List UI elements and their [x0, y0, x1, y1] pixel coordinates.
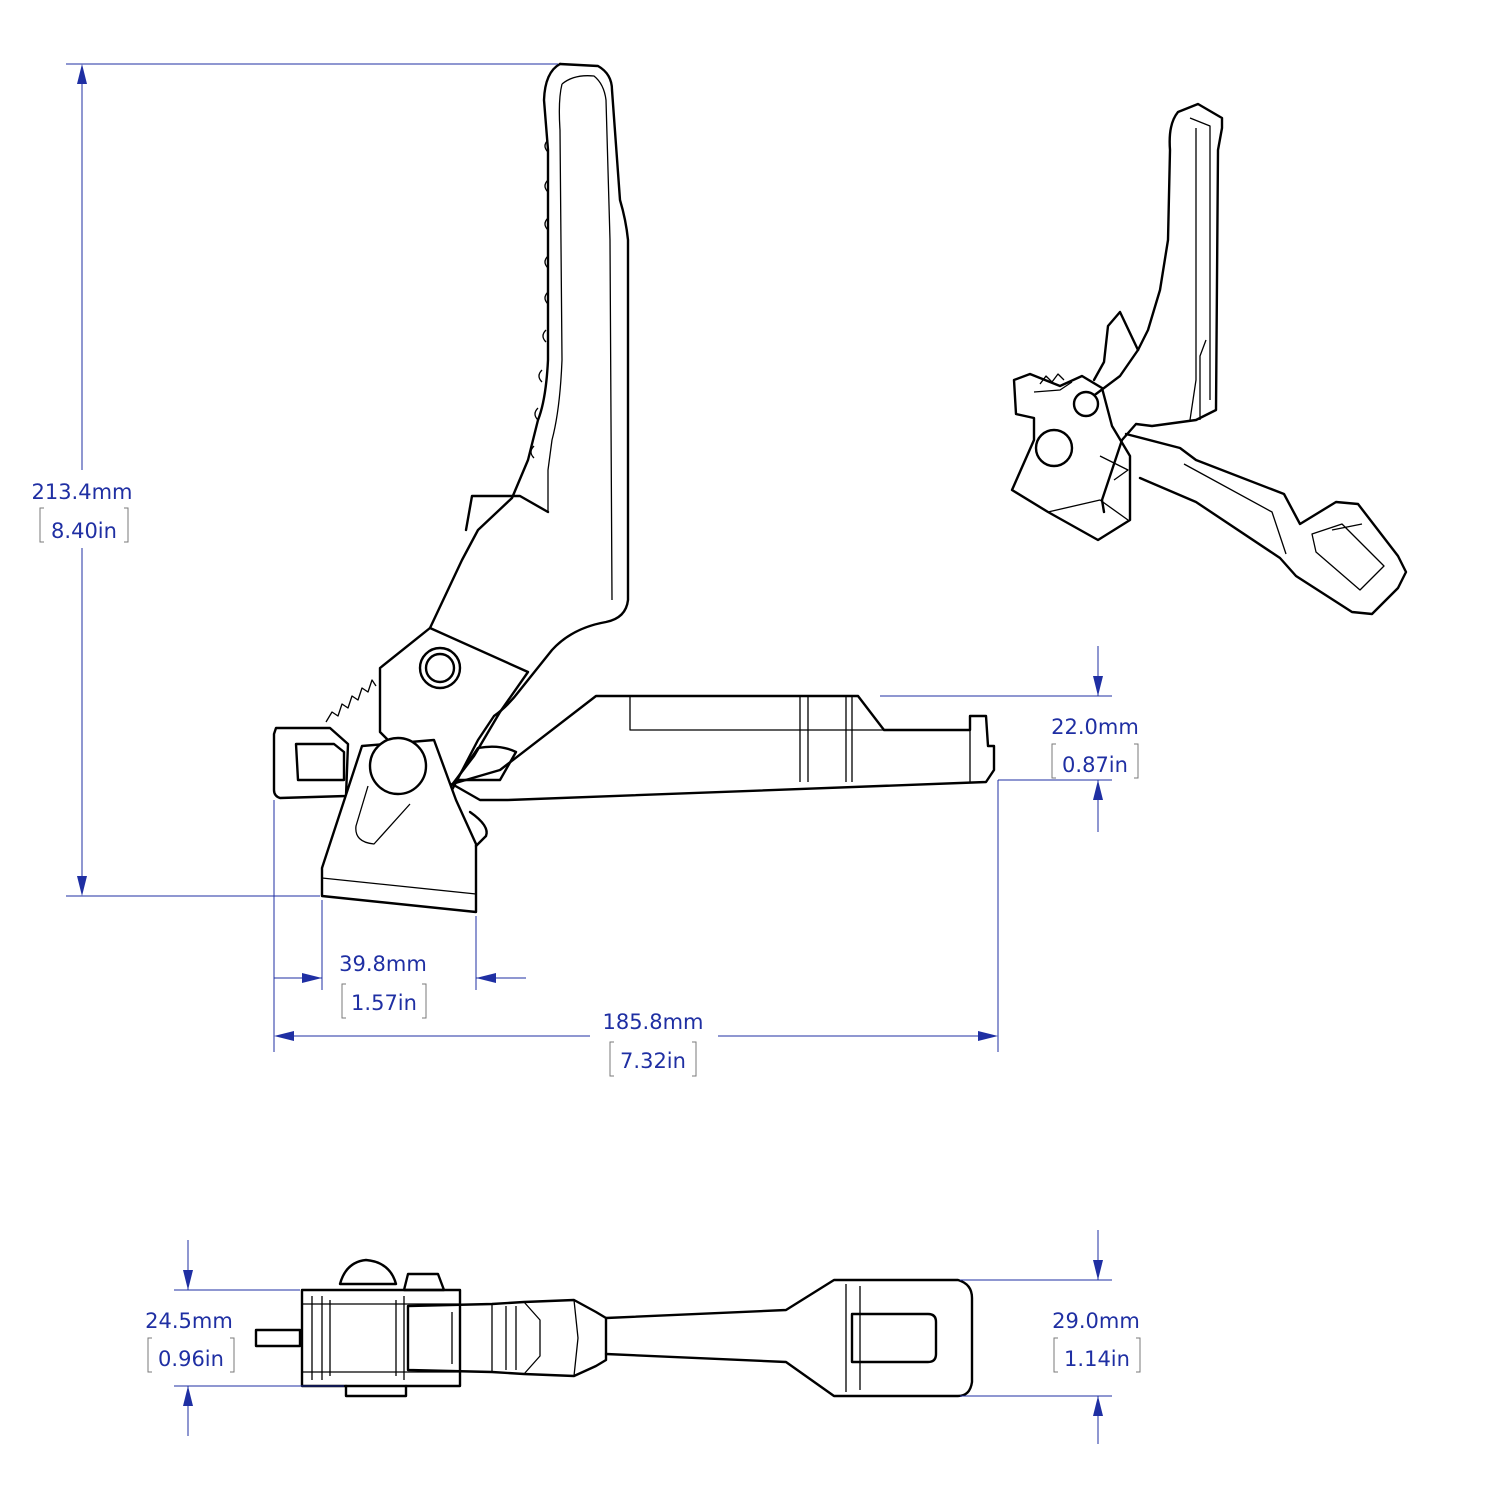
rear-slot	[294, 742, 346, 782]
foot-base-line	[321, 877, 477, 895]
iso-handle-inner	[1189, 117, 1211, 421]
top-handle-lines	[451, 1299, 579, 1377]
top-knob	[338, 1258, 398, 1286]
base-arm	[450, 694, 996, 802]
iso-main-pin	[1034, 428, 1074, 468]
upper-pivot-pin-inner	[424, 652, 456, 684]
overall-length-in: 7.32in	[620, 1049, 686, 1073]
top-tip-slot	[850, 1312, 938, 1364]
foot-hinge	[468, 810, 488, 848]
handle-inner-line	[561, 75, 613, 601]
top-arm	[604, 1278, 974, 1398]
ratchet-teeth	[325, 679, 377, 723]
iso-detail	[1033, 373, 1129, 521]
tip-width-in: 1.14in	[1064, 1347, 1130, 1371]
top-knob-2	[402, 1272, 446, 1292]
overall-length-mm: 185.8mm	[602, 1010, 703, 1034]
isometric-view	[1010, 102, 1408, 616]
foot-width-in: 1.57in	[351, 991, 417, 1015]
handle-inner-line-2	[547, 83, 563, 512]
iso-handle-neck	[1092, 310, 1140, 382]
overall-height-mm: 213.4mm	[31, 480, 132, 504]
handle-grip	[450, 62, 630, 792]
base-height-in: 0.87in	[1062, 753, 1128, 777]
top-lower-pin	[344, 1384, 408, 1398]
clamp-foot	[320, 738, 478, 914]
iso-handle	[1080, 102, 1224, 514]
rear-plate	[272, 726, 350, 800]
dimension-lines	[66, 63, 1112, 1444]
base-arm-detail	[629, 696, 971, 782]
clamp-width-in: 0.96in	[158, 1347, 224, 1371]
handle-neck	[464, 494, 550, 532]
iso-upper-pin	[1072, 390, 1100, 418]
overall-height-in: 8.40in	[51, 519, 117, 543]
front-slot	[454, 745, 518, 782]
tip-width-mm: 29.0mm	[1052, 1309, 1140, 1333]
base-height-mm: 22.0mm	[1051, 715, 1139, 739]
iso-clamp-body	[1010, 372, 1132, 542]
top-rear-tab	[254, 1328, 302, 1348]
top-arm-lines	[845, 1284, 861, 1392]
main-pivot-pin	[368, 736, 428, 796]
iso-base-arm	[1124, 432, 1408, 616]
iso-slot	[1183, 463, 1385, 591]
side-view	[272, 62, 996, 914]
foot-slot	[355, 785, 411, 845]
foot-width-mm: 39.8mm	[339, 952, 427, 976]
clamp-width-mm: 24.5mm	[145, 1309, 233, 1333]
grip-notches	[530, 139, 549, 459]
handle-back-edge	[428, 62, 562, 630]
dimension-labels: 213.4mm 8.40in 22.0mm 0.87in 39.8mm 1.57…	[31, 480, 1139, 1371]
inch-brackets	[39, 507, 1141, 1373]
top-view	[254, 1258, 974, 1398]
top-handle	[406, 1298, 608, 1378]
top-body-lines	[302, 1296, 460, 1380]
